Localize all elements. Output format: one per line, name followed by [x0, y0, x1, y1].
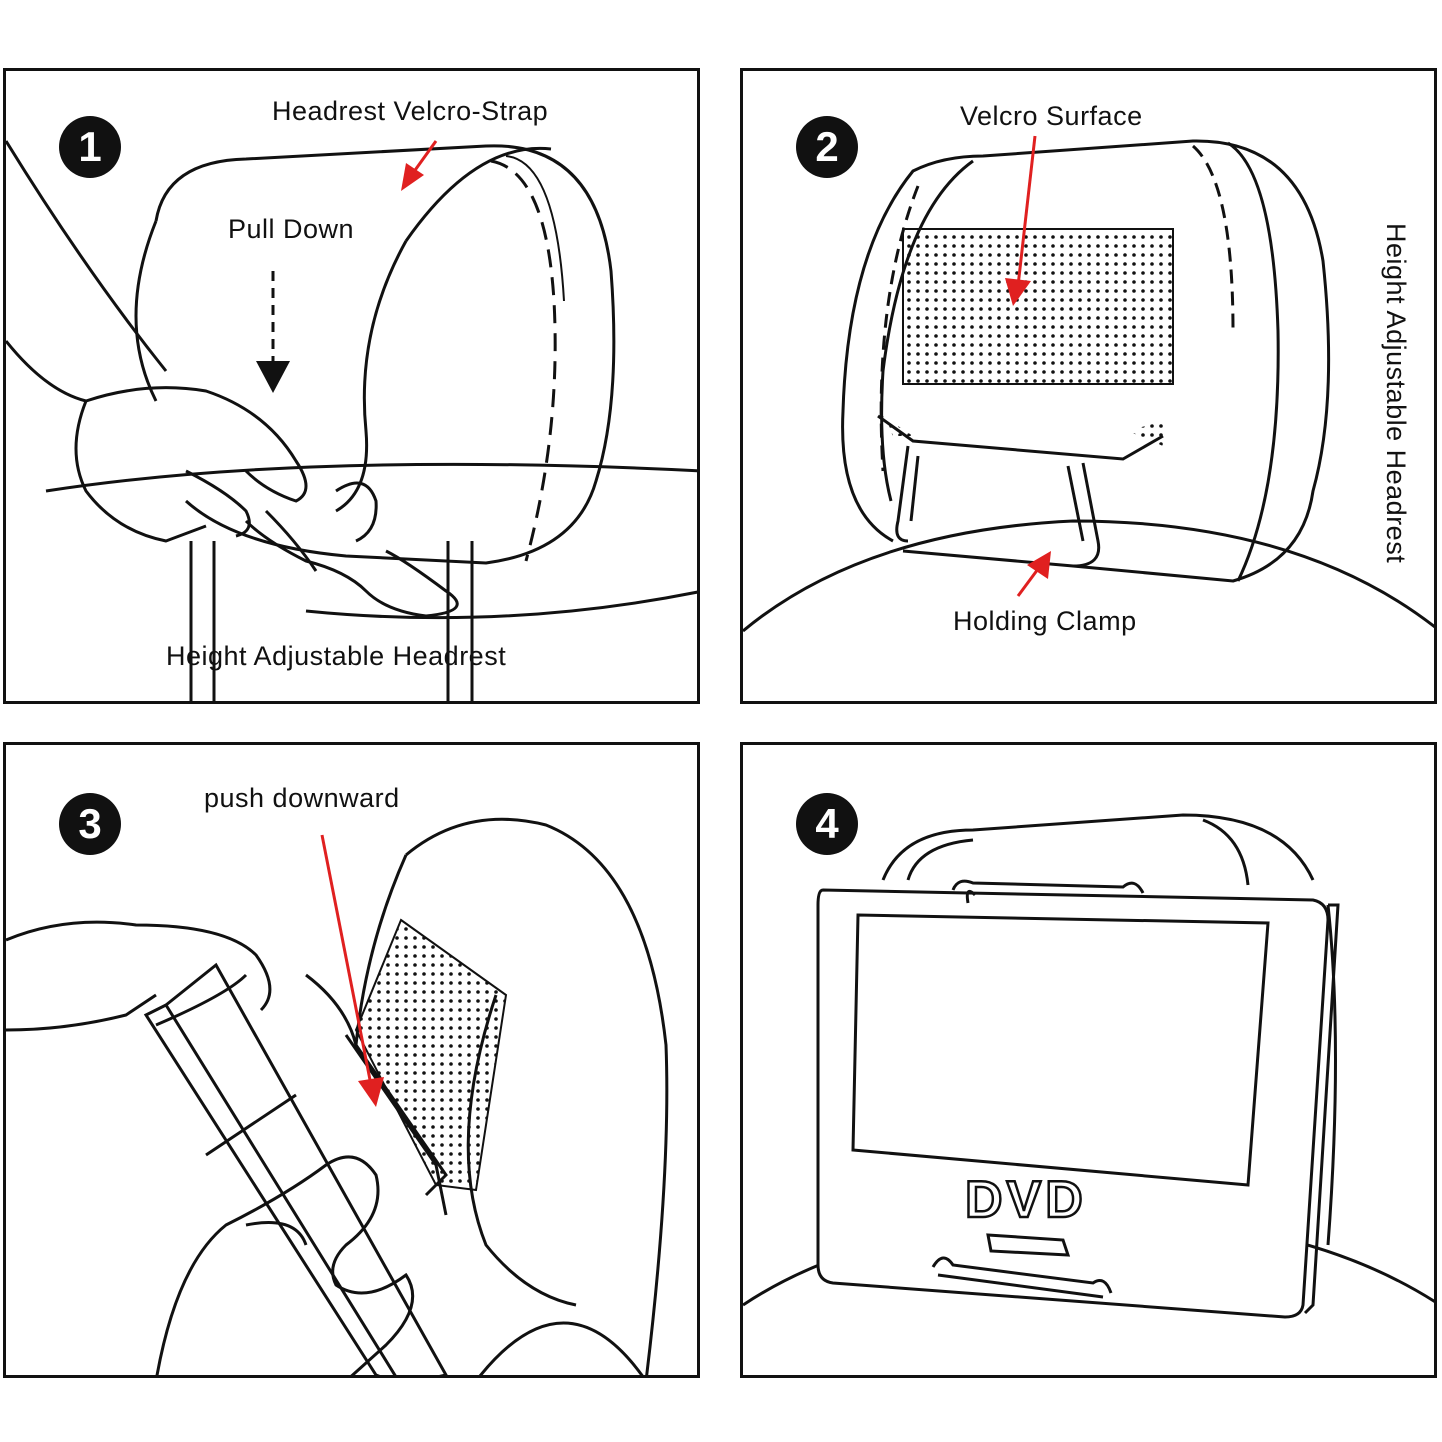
- label-holding-clamp: Holding Clamp: [953, 606, 1137, 636]
- label-height-adjustable-headrest-vertical: Height Adjustable Headrest: [1381, 223, 1411, 564]
- panel-1-illustration: [6, 140, 697, 701]
- step-badge-3: 3: [59, 793, 121, 855]
- panel-step-4: 4 DVD: [740, 742, 1437, 1378]
- label-headrest-velcro-strap: Headrest Velcro-Strap: [272, 96, 549, 126]
- step-badge-4: 4: [796, 793, 858, 855]
- step-badge-2: 2: [796, 116, 858, 178]
- dvd-logo-text: DVD: [964, 1170, 1087, 1231]
- panel-step-2: 2 Velcro Surface Holding Clamp Height Ad…: [740, 68, 1437, 704]
- label-pull-down: Pull Down: [228, 214, 355, 244]
- panel-step-3: 3 push downward: [3, 742, 700, 1378]
- step-badge-1: 1: [59, 116, 121, 178]
- panel-step-1: 1 Headrest Velcro-Strap Pull Down Height…: [3, 68, 700, 704]
- label-velcro-surface: Velcro Surface: [960, 101, 1143, 131]
- panel-2-illustration: [743, 135, 1434, 633]
- panel-4-illustration: [743, 813, 1434, 1319]
- label-push-downward: push downward: [204, 783, 400, 813]
- panel-3-illustration: [6, 817, 669, 1375]
- label-height-adjustable-headrest: Height Adjustable Headrest: [166, 641, 507, 671]
